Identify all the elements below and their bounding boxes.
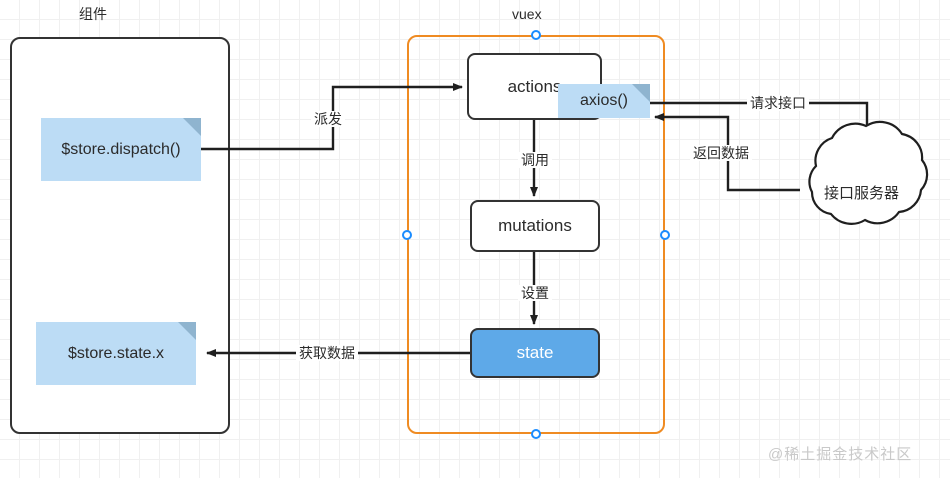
- mutations-node[interactable]: mutations: [470, 200, 600, 252]
- edge-label-call: 调用: [518, 152, 552, 168]
- selection-handle-bottom[interactable]: [531, 429, 541, 439]
- watermark: @稀土掘金技术社区: [768, 446, 913, 463]
- store-state-note[interactable]: $store.state.x: [36, 322, 196, 385]
- state-node-label: state: [516, 343, 554, 362]
- edge-label-set: 设置: [518, 285, 552, 301]
- axios-note-label: axios(): [579, 92, 628, 109]
- mutations-node-label: mutations: [498, 216, 572, 235]
- vuex-group-title: vuex: [512, 6, 542, 22]
- axios-note[interactable]: axios(): [558, 84, 650, 118]
- selection-handle-left[interactable]: [402, 230, 412, 240]
- server-cloud-shape[interactable]: [808, 120, 929, 225]
- edge-label-request-api: 请求接口: [747, 95, 809, 111]
- actions-node-label: actions: [507, 76, 562, 96]
- selection-handle-top[interactable]: [531, 30, 541, 40]
- edge-label-get-data: 获取数据: [296, 345, 358, 361]
- edge-label-return-data: 返回数据: [690, 145, 752, 161]
- store-dispatch-note[interactable]: $store.dispatch(): [41, 118, 201, 181]
- selection-handle-right[interactable]: [660, 230, 670, 240]
- component-group-title: 组件: [79, 6, 107, 22]
- state-node[interactable]: state: [470, 328, 600, 378]
- note-fold-icon: [632, 84, 650, 102]
- server-cloud-label: 接口服务器: [824, 185, 900, 202]
- store-dispatch-note-label: $store.dispatch(): [61, 140, 181, 158]
- note-fold-icon: [178, 322, 196, 340]
- edge-label-dispatch: 派发: [311, 111, 345, 127]
- store-state-note-label: $store.state.x: [67, 344, 165, 362]
- note-fold-icon: [183, 118, 201, 136]
